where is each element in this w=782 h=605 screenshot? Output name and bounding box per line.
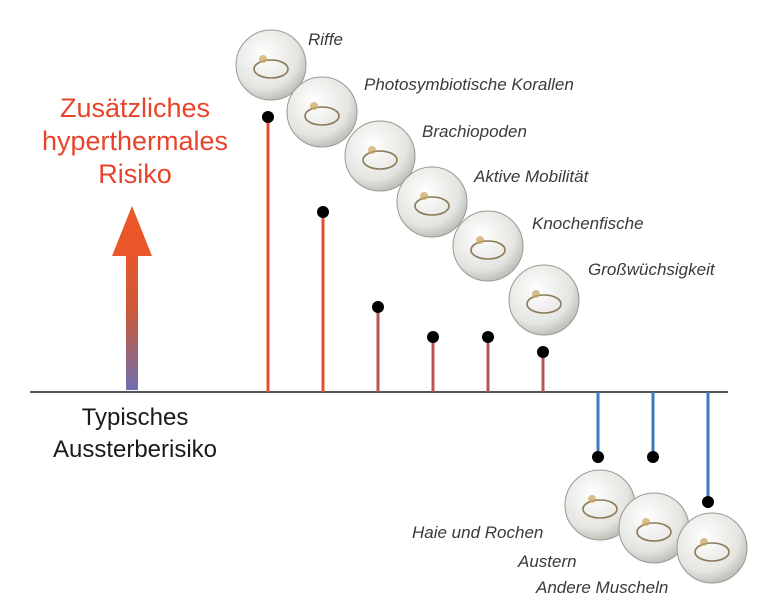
illustration-sketch — [636, 522, 672, 542]
illustration-disc — [452, 210, 524, 282]
risk-title-line-2: hyperthermales — [41, 126, 229, 156]
label-brachiopoden: Brachiopoden — [422, 122, 527, 141]
organism-illustration-4 — [396, 166, 468, 238]
organism-illustration-8 — [618, 492, 690, 564]
risk-axis-title: Zusätzliches hyperthermales Risiko — [10, 92, 260, 191]
label-photosymbiotische-korallen: Photosymbiotische Korallen — [364, 75, 574, 94]
label-andere-muscheln: Andere Muscheln — [536, 578, 669, 597]
risk-title-line-1: Zusätzliches — [59, 93, 211, 123]
label-austern: Austern — [518, 552, 577, 571]
illustration-sketch — [259, 55, 267, 63]
organism-illustration-2 — [286, 76, 358, 148]
organism-illustration-5 — [452, 210, 524, 282]
label-aktive-mobilitaet: Aktive Mobilität — [474, 167, 589, 186]
lollipop-stems — [262, 111, 714, 508]
illustration-sketch — [310, 102, 318, 110]
lollipop-marker-8 — [647, 451, 659, 463]
illustration-disc — [344, 120, 416, 192]
organism-illustration-3 — [344, 120, 416, 192]
illustration-sketch — [368, 146, 376, 154]
illustration-disc — [676, 512, 748, 584]
risk-title-line-3: Risiko — [98, 159, 172, 189]
organism-illustration-9 — [676, 512, 748, 584]
baseline-title-line-1: Typisches — [81, 404, 189, 431]
label-grosswuechsigkeit: Großwüchsigkeit — [588, 260, 715, 279]
baseline-title-line-2: Aussterberisiko — [52, 436, 218, 463]
illustration-sketch — [694, 542, 730, 562]
illustration-sketch — [253, 59, 289, 79]
organism-illustration-6 — [508, 264, 580, 336]
lollipop-marker-1 — [262, 111, 274, 123]
illustration-disc — [396, 166, 468, 238]
illustration-sketch — [700, 538, 708, 546]
lollipop-marker-4 — [427, 331, 439, 343]
organism-illustrations — [235, 29, 748, 584]
lollipop-marker-7 — [592, 451, 604, 463]
illustration-sketch — [588, 495, 596, 503]
risk-arrow-head — [112, 206, 152, 256]
illustration-disc — [286, 76, 358, 148]
illustration-sketch — [362, 150, 398, 170]
organism-illustration-1 — [235, 29, 307, 101]
label-haie-und-rochen: Haie und Rochen — [412, 523, 544, 542]
baseline-title: Typisches Aussterberisiko — [25, 402, 245, 466]
label-riffe: Riffe — [308, 30, 343, 49]
illustration-sketch — [414, 196, 450, 216]
lollipop-marker-6 — [537, 346, 549, 358]
illustration-sketch — [582, 499, 618, 519]
illustration-sketch — [470, 240, 506, 260]
lollipop-marker-3 — [372, 301, 384, 313]
organism-illustration-7 — [564, 469, 636, 541]
illustration-sketch — [532, 290, 540, 298]
illustration-sketch — [642, 518, 650, 526]
illustration-sketch — [304, 106, 340, 126]
lollipop-marker-2 — [317, 206, 329, 218]
illustration-sketch — [526, 294, 562, 314]
illustration-sketch — [420, 192, 428, 200]
lollipop-marker-5 — [482, 331, 494, 343]
risk-arrow-shaft — [126, 252, 138, 390]
illustration-sketch — [476, 236, 484, 244]
lollipop-marker-9 — [702, 496, 714, 508]
illustration-disc — [508, 264, 580, 336]
label-knochenfische: Knochenfische — [532, 214, 644, 233]
illustration-disc — [235, 29, 307, 101]
